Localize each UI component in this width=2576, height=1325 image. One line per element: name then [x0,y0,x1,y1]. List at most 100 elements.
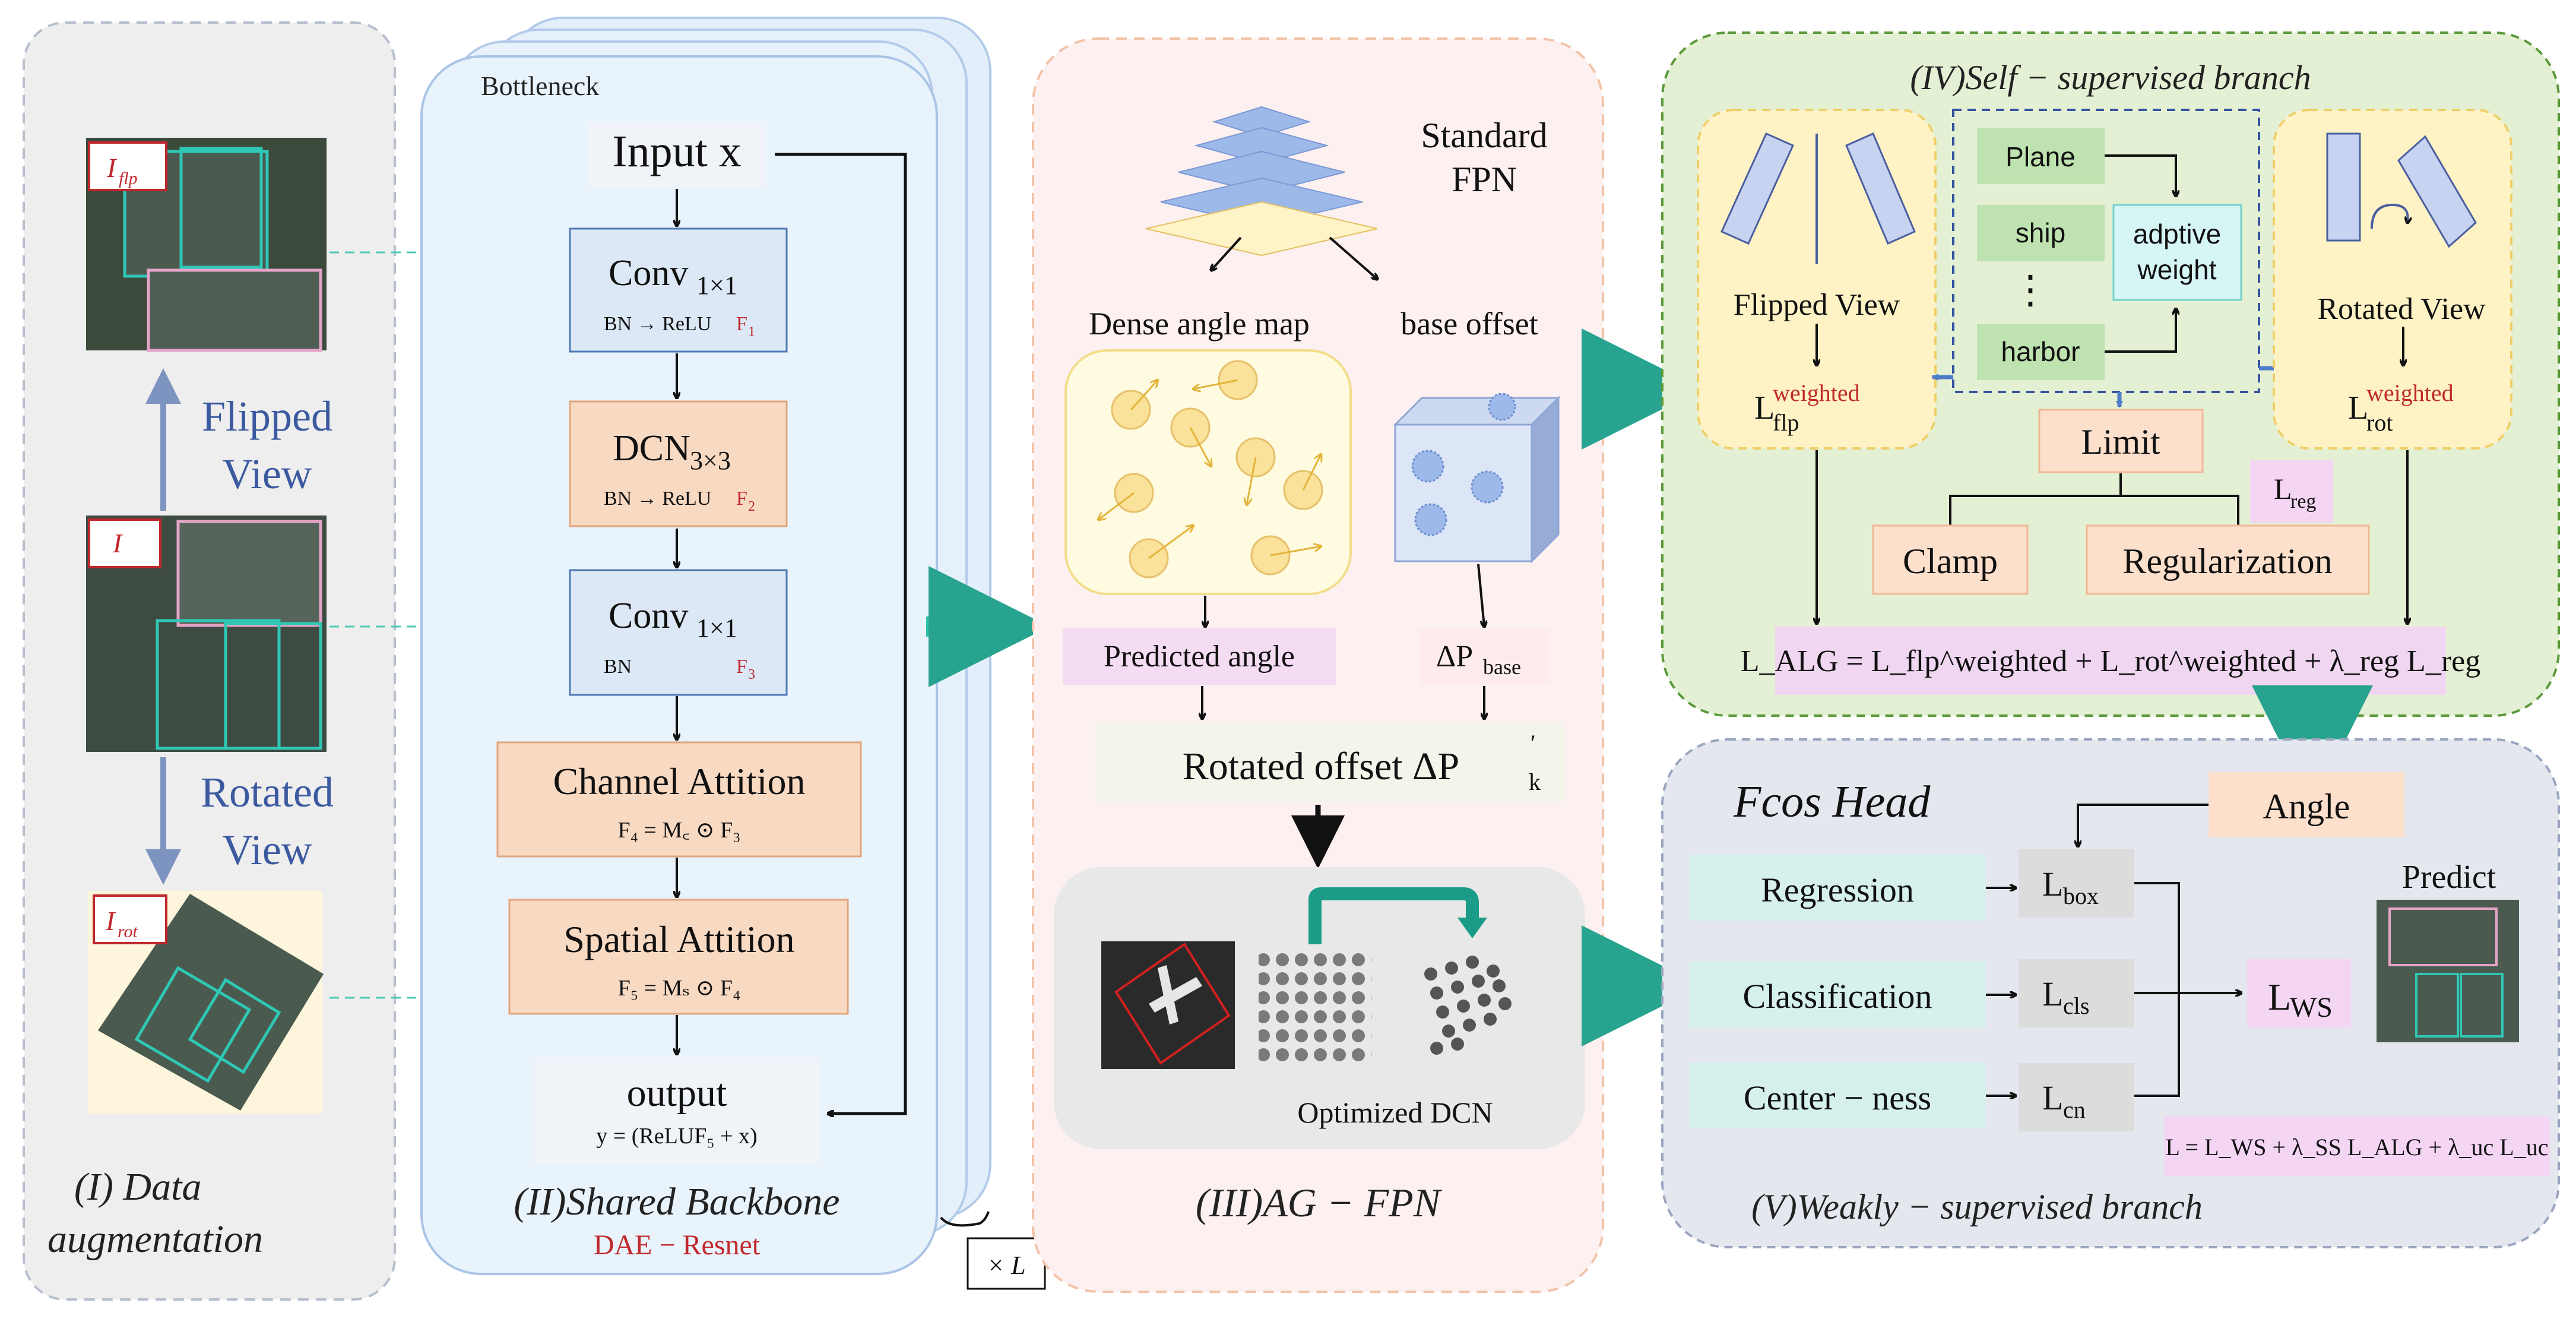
dcn-block: DCN 3×3 BN → ReLU F 2 [569,400,788,527]
conv2-f: F [736,656,747,678]
fcos-head-title: Fcos Head [1733,777,1931,827]
panel2-subtitle: DAE − Resnet [594,1229,761,1261]
panel4-title: (IV)Self − supervised branch [1910,58,2311,97]
panel5-title: (V)Weakly − supervised branch [1751,1187,2203,1226]
l-cn-box [2019,1063,2134,1131]
rotated-offset: Rotated offset ΔP [1183,745,1460,788]
img-rot-sub: rot [118,922,138,941]
adaptive-weight-box [2112,204,2242,301]
classification-label: Classification [1743,977,1932,1016]
deformed-dots [1424,956,1512,1055]
l-flp-weighted: weighted [1773,380,1860,406]
l-cls: cls [2063,992,2089,1019]
dcn-fsub: 2 [748,499,755,514]
panel1-title-line1: (I) Data [74,1165,201,1209]
class-weight-box [1952,109,2260,393]
panel1-title-line2: augmentation [47,1218,263,1261]
channel-attention-title: Channel Attition [553,760,806,802]
output-title: output [627,1071,727,1115]
class-ship-label: ship [2016,217,2065,248]
flipped-label-2: View [222,450,312,498]
output-block: output y = (ReLUF₅ + x) [534,1057,819,1164]
class-plane [1977,128,2105,184]
img-flip-tag: I [106,153,118,183]
rotated-offset-sub: k [1529,769,1541,795]
repeat-box [967,1237,1046,1290]
l-cn-main: L [2042,1079,2063,1117]
conv1-detail: BN → ReLU [604,313,711,335]
repeat-label: × L [987,1251,1025,1280]
total-loss-box [2164,1117,2550,1176]
base-offset-cube [1393,393,1561,564]
flipped-image: I flp [86,138,327,352]
l-cn: cn [2063,1096,2086,1123]
l-box: box [2063,883,2099,909]
class-ship [1977,205,2105,261]
l-cls-main: L [2042,975,2063,1013]
skip-connection [775,153,907,1114]
l-ws: WS [2290,992,2333,1023]
panel3-title: (III)AG − FPN [1196,1180,1443,1225]
spatial-attention-title: Spatial Attition [563,918,794,960]
l-flp-sub: flp [1773,409,1799,436]
panel-ag-fpn: Standard FPN Dense angle map base offset [1032,37,1604,1293]
angle-box [2209,772,2404,837]
img-flip-tag-box [88,141,167,191]
output-formula: y = (ReLUF₅ + x) [596,1124,757,1149]
class-plane-label: Plane [2005,141,2076,172]
conv1-label: Conv [609,253,688,293]
dense-angle-map [1064,349,1352,595]
conv2-detail: BN [604,656,632,678]
adaptive-weight-1: adptive [2133,219,2221,249]
rotated-image: I rot [88,891,324,1114]
input-label: Input x [612,127,741,176]
delta-p-base-box [1419,628,1550,685]
predicted-angle: Predicted angle [1104,640,1295,673]
fpn-pyramid [1145,106,1378,257]
class-ellipsis: ⋮ [2011,267,2050,311]
spatial-attention-formula: F₅ = Mₛ ⊙ F₄ [618,976,741,1001]
conv2-fsub: 3 [748,667,755,682]
l-ws-box [2247,959,2351,1027]
base-offset-label: base offset [1401,306,1538,341]
rotated-view-label: Rotated View [2317,292,2486,326]
flipped-view-icon [1720,132,1916,264]
dcn-sub: 3×3 [690,446,731,475]
panel-self-supervised: (IV)Self − supervised branch Flipped Vie… [1661,31,2560,717]
fpn-label-2: FPN [1452,160,1517,199]
class-harbor-label: harbor [2001,336,2080,367]
l-rot-sub: rot [2366,409,2393,436]
conv1-block: Conv 1×1 BN → ReLU F 1 [569,227,788,353]
channel-attention-formula: F₄ = M꜀ ⊙ F₃ [618,818,741,843]
input-box [588,122,766,187]
regression-box [1689,855,1986,921]
rotated-offset-sup: ′ [1531,730,1536,757]
predicted-angle-box [1063,628,1336,685]
panel2-title: (II)Shared Backbone [514,1180,839,1223]
flipped-label-1: Flipped [202,393,332,440]
flipped-view-label: Flipped View [1734,288,1900,322]
conv2-block: Conv 1×1 BN F 3 [569,569,788,696]
total-loss-formula: L = L_WS + λ_SS L_ALG + λ_uc L_uc [2166,1134,2549,1160]
alg-formula: L_ALG = L_flp^weighted + L_rot^weighted … [1741,644,2480,678]
l-reg: L [2274,472,2292,505]
dcn-f: F [736,488,747,510]
angle-label: Angle [2263,787,2350,826]
panel-data-augmentation: I flp I I rot Flipped View Rotated V [23,21,396,1301]
alg-formula-box [1775,627,2446,695]
optimized-dcn-label: Optimized DCN [1297,1096,1493,1129]
l-reg-box [2250,460,2333,523]
rotated-offset-box [1095,722,1564,802]
delta-p-sub: base [1483,655,1521,679]
channel-attention-block: Channel Attition F₄ = M꜀ ⊙ F₃ [496,741,862,858]
conv2-label: Conv [609,596,688,636]
rotated-label-2: View [222,826,312,874]
clamp-box [1872,524,2029,595]
centerness-label: Center − ness [1744,1079,1931,1117]
conv1-fsub: 1 [748,324,755,340]
rotated-view-icon [2326,132,2477,248]
regression-label: Regression [1761,871,1914,909]
l-rot-weighted: weighted [2366,380,2454,406]
limit-label: Limit [2081,422,2160,461]
